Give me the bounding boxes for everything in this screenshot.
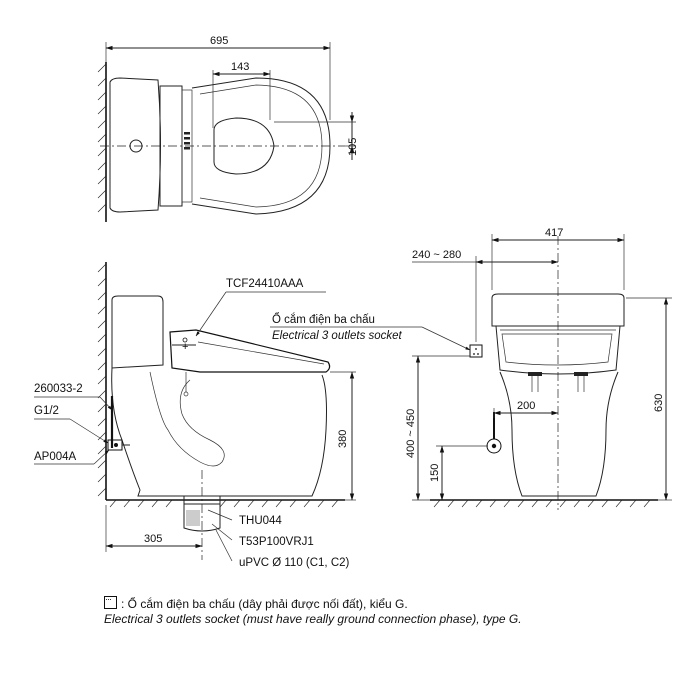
- dim-200-text: 200: [517, 400, 535, 412]
- angle-valve: [107, 396, 130, 451]
- top-wall-hatch: [97, 63, 107, 213]
- socket-label-vi: Ổ cắm điện ba chấu: [272, 313, 375, 326]
- dim-105-text: 105: [347, 138, 359, 156]
- legend: : Ổ cắm điện ba chấu (dây phải được nối …: [104, 592, 664, 627]
- socket-icon: [469, 344, 483, 358]
- seat-model-label: TCF24410AAA: [226, 278, 304, 290]
- control-buttons: [184, 132, 190, 150]
- legend-text-en: Electrical 3 outlets socket (must have r…: [104, 612, 522, 626]
- flange-label: THU044: [239, 515, 282, 527]
- front-tank: [491, 293, 625, 327]
- svg-text:+: +: [182, 341, 188, 353]
- thread-spec-label: G1/2: [34, 405, 59, 417]
- front-view: 417 240 ~ 280 Ổ cắm điện ba chấu Electri…: [270, 227, 672, 510]
- drain-pipe-label: uPVC Ø 110 (C1, C2): [239, 557, 350, 569]
- front-seat-lid: [495, 325, 621, 375]
- dim-240-280-text: 240 ~ 280: [412, 249, 461, 261]
- dim-695-text: 695: [210, 35, 228, 47]
- front-hinge-bolts: [528, 372, 588, 392]
- front-floor-hatch: [433, 499, 651, 508]
- dim-143-text: 143: [231, 61, 249, 73]
- tank-outline: [109, 77, 161, 213]
- outlet-part-label: T53P100VRJ1: [239, 536, 314, 548]
- legend-text-vi: : Ổ cắm điện ba chấu (dây phải được nối …: [121, 597, 408, 611]
- dim-150-text: 150: [429, 464, 441, 482]
- side-view: + TCF24410AAA 260033-2 G1/2 AP004A: [34, 262, 356, 569]
- dim-630-text: 630: [653, 394, 665, 412]
- dim-380-text: 380: [337, 430, 349, 448]
- side-tank: [111, 295, 164, 369]
- socket-label-en: Electrical 3 outlets socket: [272, 330, 403, 342]
- dim-417-text: 417: [545, 227, 563, 239]
- front-supply-valve: [486, 412, 502, 454]
- front-pedestal: [499, 371, 619, 497]
- socket-symbol-icon: [104, 592, 117, 609]
- dim-305-text: 305: [144, 533, 162, 545]
- legend-line-vi: : Ổ cắm điện ba chấu (dây phải được nối …: [104, 592, 664, 612]
- dim-400-450-text: 400 ~ 450: [405, 409, 417, 458]
- angle-valve-label: AP004A: [34, 451, 77, 463]
- side-wall-hatch: [97, 263, 107, 497]
- side-floor-hatch: [109, 499, 339, 508]
- trapway: [149, 371, 225, 467]
- valve-code-label: 260033-2: [34, 383, 83, 395]
- side-bowl-body: [111, 367, 327, 497]
- top-view: 695 143 105: [97, 35, 359, 222]
